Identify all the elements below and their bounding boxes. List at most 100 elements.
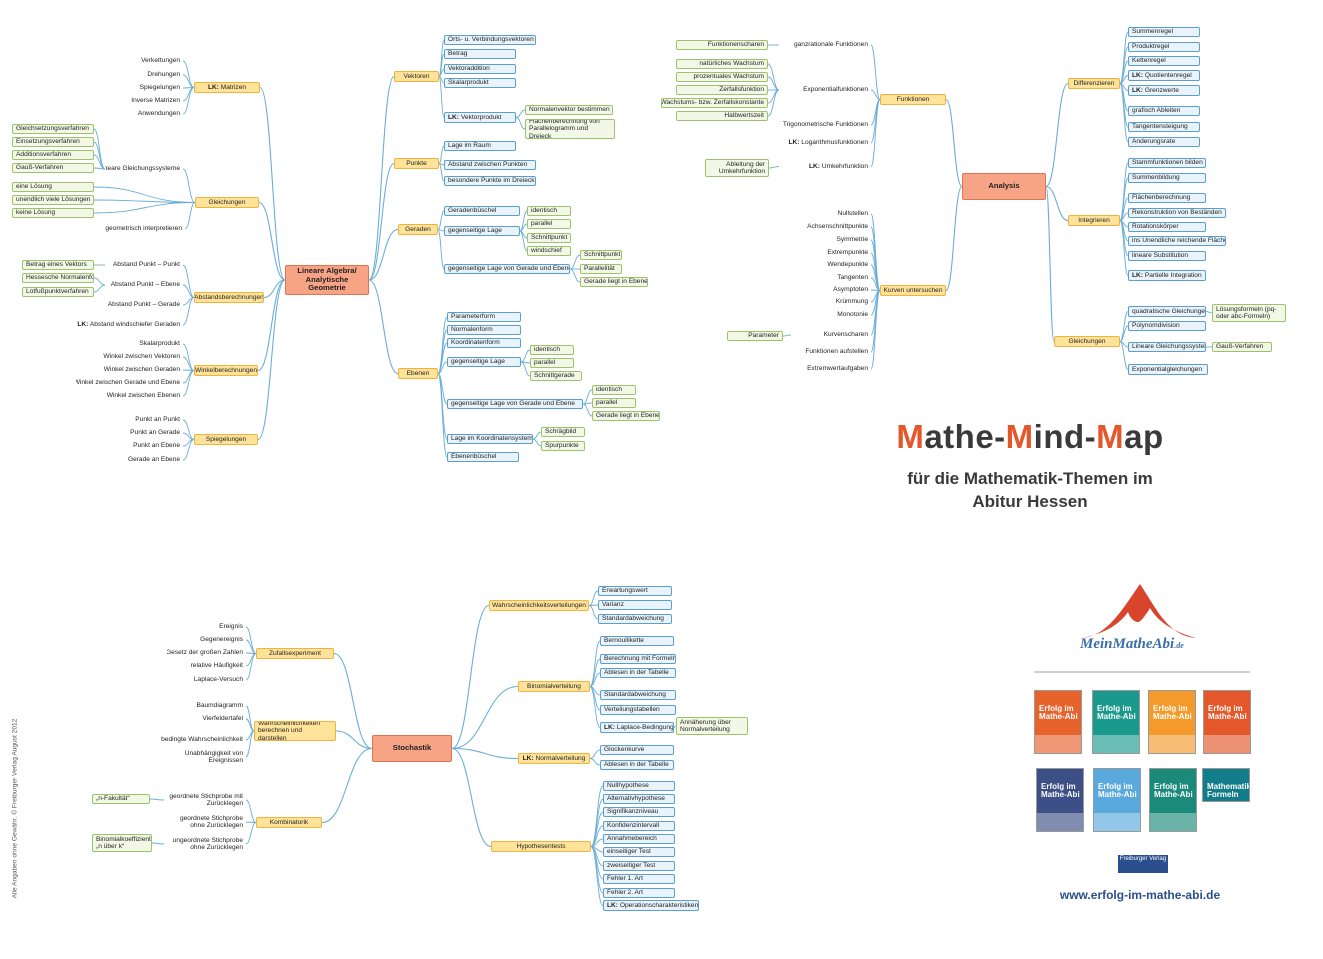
node-la-betrag[interactable]: Betrag eines Vektors	[22, 260, 94, 270]
book-cover[interactable]: Erfolg im Mathe-Abi	[1036, 768, 1084, 832]
node-st-verteilungen[interactable]: Wahrscheinlichkeitsverteilungen	[489, 600, 589, 611]
node-la-winkel[interactable]: Winkelberechnungen	[194, 365, 258, 376]
node-la-eine[interactable]: eine Lösung	[12, 182, 94, 192]
node-st-bedingt[interactable]: bedingte Wahrscheinlichkeit	[156, 735, 246, 745]
node-st-alternativ[interactable]: Alternativhypothese	[603, 794, 675, 804]
node-st-ablesen[interactable]: Ablesen in der Tabelle	[600, 668, 676, 678]
node-an-monotonie[interactable]: Monotonie	[791, 310, 871, 320]
node-an-nullstellen[interactable]: Nullstellen	[791, 209, 871, 219]
node-st-standardabw2[interactable]: Standardabweichung	[600, 690, 676, 700]
node-st[interactable]: Stochastik	[372, 735, 452, 762]
node-la-verkettungen[interactable]: Verkettungen	[121, 56, 183, 66]
node-an-aufstellen[interactable]: Funktionen aufstellen	[791, 347, 871, 357]
node-st-verteilungstabellen[interactable]: Verteilungstabellen	[600, 705, 676, 715]
node-la-parallel1[interactable]: parallel	[527, 219, 571, 229]
node-an-quotientenregel[interactable]: LK: Quotientenregel	[1128, 70, 1200, 81]
node-an-umkehr[interactable]: LK: Umkehrfunktion	[779, 161, 871, 172]
node-an-achsenschnitt[interactable]: Achsenschnittpunkte	[791, 222, 871, 232]
node-an-log[interactable]: LK: Logarithmusfunktionen	[779, 137, 871, 148]
node-st-operations[interactable]: LK: Operationscharakteristiken	[603, 900, 699, 911]
node-st-mit[interactable]: geordnete Stichprobe mit Zurücklegen	[164, 791, 246, 809]
node-la-ap-punkt[interactable]: Abstand Punkt – Punkt	[105, 260, 183, 270]
node-an-zerfall[interactable]: Zerfallsfunktion	[676, 85, 768, 95]
node-la-schraegbild[interactable]: Schrägbild	[541, 427, 585, 437]
node-st-berech-formeln[interactable]: Berechnung mit Formeln	[600, 654, 676, 664]
node-an-extrempunkte[interactable]: Extrempunkte	[791, 248, 871, 258]
node-la-besondere[interactable]: besondere Punkte im Dreieck	[444, 176, 536, 186]
node-la-inverse[interactable]: Inverse Matrizen	[121, 96, 183, 106]
node-la-vektorprodukt[interactable]: LK: Vektorprodukt	[444, 112, 516, 123]
node-st-ereignis[interactable]: Ereignis	[182, 622, 246, 632]
book-cover[interactable]: Erfolg im Mathe-Abi	[1203, 690, 1251, 754]
book-cover[interactable]: Erfolg im Mathe-Abi	[1034, 690, 1082, 754]
node-la-geradenbuendel[interactable]: Geradenbüschel	[444, 206, 520, 216]
node-la-identisch3[interactable]: identisch	[592, 385, 636, 395]
node-st-konfidenz[interactable]: Konfidenzintervall	[603, 821, 675, 831]
node-st-hypothesen[interactable]: Hypothesentests	[491, 841, 591, 852]
node-la-schnittpunkt2[interactable]: Schnittpunkt	[580, 250, 622, 260]
node-an-trigo[interactable]: Trigonometrische Funktionen	[779, 120, 871, 130]
website-link[interactable]: www.erfolg-im-mathe-abi.de	[1059, 888, 1221, 902]
node-st-laplace-bed[interactable]: LK: Laplace-Bedingung	[600, 722, 674, 733]
node-an-funktionen[interactable]: Funktionen	[880, 94, 946, 105]
node-an-gleichungen[interactable]: Gleichungen	[1054, 336, 1120, 347]
node-st-bernoulli[interactable]: Bernoullikette	[600, 636, 674, 646]
node-la-w-vektoren[interactable]: Winkel zwischen Vektoren	[76, 352, 183, 362]
node-la-koordinatenform[interactable]: Koordinatenform	[447, 338, 521, 348]
node-la-abstand[interactable]: Abstandsberechnungen	[194, 292, 264, 303]
node-la-s-ge[interactable]: Gerade an Ebene	[120, 455, 183, 465]
node-la-schnittpunkt[interactable]: Schnittpunkt	[527, 233, 571, 243]
node-an-lgs[interactable]: Lineare Gleichungssysteme	[1128, 342, 1206, 352]
node-st-nullhyp[interactable]: Nullhypothese	[603, 781, 675, 791]
node-an-summenbildung[interactable]: Summenbildung	[1128, 173, 1206, 183]
node-la-s-pp[interactable]: Punkt an Punkt	[120, 415, 183, 425]
node-st-ohne[interactable]: geordnete Stichprobe ohne Zurücklegen	[164, 813, 246, 831]
node-la-spiegelungen-m[interactable]: Spiegelungen	[121, 83, 183, 93]
node-an-integrieren[interactable]: Integrieren	[1068, 215, 1120, 226]
node-la-s-pg[interactable]: Punkt an Gerade	[120, 428, 183, 438]
node-an-flaechenberechnung[interactable]: Flächenberechnung	[1128, 193, 1206, 203]
node-la-ap-ebene[interactable]: Abstand Punkt – Ebene	[105, 280, 183, 290]
node-la-anwendungen[interactable]: Anwendungen	[121, 109, 183, 119]
node-la-normalen[interactable]: Normalenvektor bestimmen	[525, 105, 613, 115]
node-an-quadratisch[interactable]: quadratische Gleichungen	[1128, 306, 1206, 317]
node-an-loesungsformeln[interactable]: Lösungsformeln (pq- oder abc-Formeln)	[1212, 304, 1286, 322]
node-an-grafisch[interactable]: grafisch Ableiten	[1128, 106, 1200, 116]
node-la-spiegelungen[interactable]: Spiegelungen	[194, 434, 258, 445]
node-la-matrizen[interactable]: LK: Matrizen	[194, 82, 260, 93]
node-st-signifikanz[interactable]: Signifikanzniveau	[603, 807, 675, 817]
node-la-lotfuss[interactable]: Lotfußpunktverfahren	[22, 287, 94, 297]
node-st-ungeordnet[interactable]: ungeordnete Stichprobe ohne Zurücklegen	[164, 835, 246, 853]
node-an-kurven[interactable]: Kurven untersuchen	[880, 285, 946, 296]
node-an-symmetrie[interactable]: Symmetrie	[791, 235, 871, 245]
node-an-kruemmung[interactable]: Krümmung	[791, 297, 871, 307]
node-an-substitution[interactable]: lineare Substitution	[1128, 251, 1206, 261]
book-cover[interactable]: Erfolg im Mathe-Abi	[1092, 690, 1140, 754]
node-la-unendlich[interactable]: unendlich viele Lösungen	[12, 195, 94, 205]
node-an-prozentual[interactable]: prozentuales Wachstum	[676, 72, 768, 82]
node-an[interactable]: Analysis	[962, 173, 1046, 200]
node-la-ortsvektoren[interactable]: Orts- u. Verbindungsvektoren	[444, 35, 536, 45]
node-st-annahme[interactable]: Annahmebereich	[603, 834, 675, 844]
node-la-keine[interactable]: keine Lösung	[12, 208, 94, 218]
node-an-kurvenscharen[interactable]: Kurvenscharen	[791, 330, 871, 340]
node-st-binomial[interactable]: Binomialverteilung	[518, 681, 590, 692]
node-an-polynomdivision[interactable]: Polynomdivision	[1128, 321, 1206, 331]
node-la-vbetrag[interactable]: Betrag	[444, 49, 516, 59]
node-an-halbwert[interactable]: Halbwertszeit	[676, 111, 768, 121]
node-la-parameterform[interactable]: Parameterform	[447, 312, 521, 322]
node-la-w-ebenen[interactable]: Winkel zwischen Ebenen	[76, 391, 183, 401]
node-st-unabh[interactable]: Unabhängigkeit von Ereignissen	[164, 748, 246, 766]
node-an-wendepunkte[interactable]: Wendepunkte	[791, 260, 871, 270]
node-st-normal[interactable]: LK: Normalverteilung	[518, 753, 590, 764]
book-cover[interactable]: Erfolg im Mathe-Abi	[1093, 768, 1141, 832]
node-la-parallelitaet[interactable]: Parallelität	[580, 264, 622, 274]
node-la-hesse[interactable]: Hessesche Normalenform	[22, 273, 94, 283]
node-st-fakultaet[interactable]: „n-Fakultät“	[92, 794, 150, 804]
node-la-skalar[interactable]: Skalarprodukt	[76, 339, 183, 349]
node-an-parameter[interactable]: Parameter	[727, 331, 783, 341]
node-an-aenderungsrate[interactable]: Änderungsrate	[1128, 137, 1200, 147]
node-an-tangenten[interactable]: Tangenten	[791, 273, 871, 283]
node-an-rekonstruktion[interactable]: Rekonstruktion von Beständen	[1128, 208, 1226, 218]
node-la-ebenen[interactable]: Ebenen	[398, 368, 438, 379]
